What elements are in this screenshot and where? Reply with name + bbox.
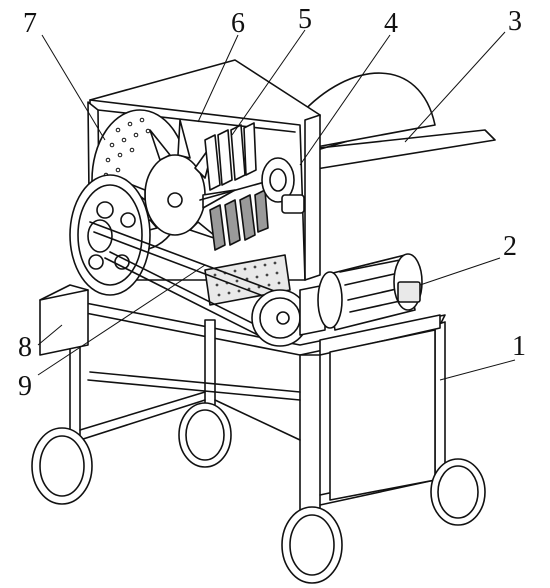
callout-7: 7 bbox=[23, 8, 37, 39]
callout-9: 9 bbox=[18, 371, 32, 402]
callout-6: 6 bbox=[231, 8, 245, 39]
large-pulley bbox=[69, 174, 151, 296]
wheel-right-front bbox=[281, 506, 343, 584]
callout-2: 2 bbox=[503, 231, 517, 262]
small-pulley bbox=[251, 289, 309, 347]
frame bbox=[69, 299, 453, 536]
wheel-left-rear bbox=[178, 402, 232, 468]
callout-4: 4 bbox=[384, 8, 398, 39]
electric-motor bbox=[299, 253, 423, 336]
callout-8: 8 bbox=[18, 332, 32, 363]
bearing-seat bbox=[261, 157, 305, 214]
callout-5: 5 bbox=[298, 4, 312, 35]
leader-lines bbox=[37, 29, 516, 381]
wheel-left-front bbox=[31, 427, 93, 505]
callout-3: 3 bbox=[508, 6, 522, 37]
wheel-right-rear bbox=[430, 458, 486, 526]
outlet-chute bbox=[39, 284, 89, 356]
v-belt bbox=[89, 221, 286, 341]
hammer-blades bbox=[199, 122, 291, 251]
feed-hopper bbox=[299, 72, 496, 171]
callout-1: 1 bbox=[512, 331, 526, 362]
